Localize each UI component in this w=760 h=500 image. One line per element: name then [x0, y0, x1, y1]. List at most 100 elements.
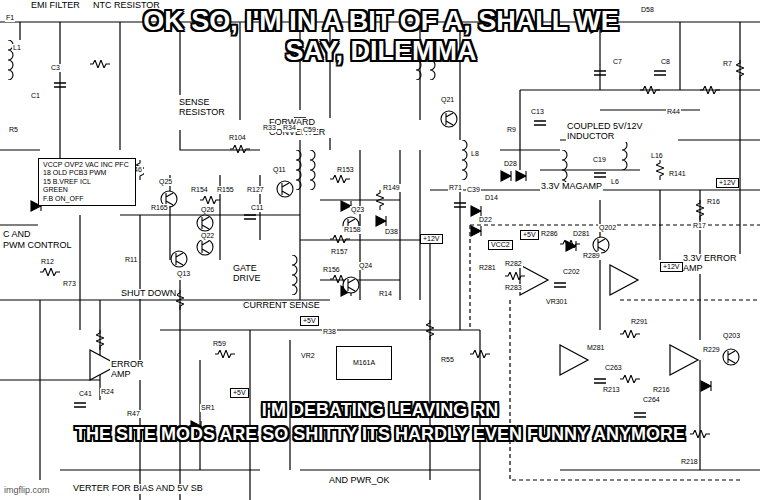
block-label: COUPLED 5V/12V INDUCTOR: [566, 122, 678, 142]
block-label: C AND: [2, 230, 32, 240]
use-shape: [330, 235, 350, 243]
component-ref: R44: [666, 108, 681, 116]
pin-label: F.B ON_OFF: [43, 195, 131, 203]
component-ref: R229: [702, 346, 721, 354]
use-shape: [244, 215, 256, 219]
component-ref: R156: [322, 266, 341, 274]
component-ref: C264: [642, 396, 661, 404]
use-shape: [640, 86, 660, 94]
component-ref: M281: [586, 344, 606, 352]
voltage-tag: +12V: [716, 178, 739, 188]
component-ref: Q11: [272, 166, 287, 174]
use-shape: [656, 160, 664, 180]
component-ref: L6: [610, 178, 620, 186]
meme-caption: I'M DEBATING LEAVING RN: [4, 400, 756, 420]
pin-label: GREEN: [43, 186, 131, 194]
block-label: CURRENT SENSE: [242, 301, 321, 311]
component-ref: D281: [572, 230, 591, 238]
component-ref: R283: [504, 284, 523, 292]
use-shape: [620, 330, 640, 338]
component-ref: R216: [652, 386, 671, 394]
pin-label: M161A: [353, 359, 375, 367]
component-ref: R165: [150, 204, 169, 212]
component-ref: R286: [540, 230, 559, 238]
component-ref: R141: [668, 170, 687, 178]
meme-caption: THE SITE MODS ARE SO SHITTY ITS HARDLY E…: [4, 424, 756, 444]
path-shape: [0, 22, 760, 500]
component-ref: C263: [604, 364, 623, 372]
use-shape: [594, 71, 606, 75]
use-shape: [701, 381, 711, 391]
component-ref: R291: [630, 318, 649, 326]
component-ref: C41: [78, 390, 93, 398]
component-ref: R55: [440, 356, 455, 364]
use-shape: [426, 320, 434, 340]
pin-label: VCCP OVP2 VAC INC PFC: [43, 161, 131, 169]
use-shape: [343, 277, 359, 293]
use-shape: [197, 239, 213, 255]
use-shape: [470, 350, 490, 358]
component-ref: R281: [478, 264, 497, 272]
use-shape: [471, 226, 481, 236]
watermark: imgflip.com: [3, 486, 51, 496]
use-shape: [594, 379, 606, 383]
component-ref: C11: [250, 204, 264, 212]
component-ref: R104: [228, 134, 247, 142]
use-shape: [516, 171, 526, 181]
block-label: SHUT DOWN: [120, 289, 177, 299]
component-ref: Q23: [350, 206, 365, 214]
use-shape: [376, 190, 384, 210]
component-ref: R11: [124, 256, 138, 264]
component-ref: R158: [343, 226, 362, 234]
component-ref: R14: [378, 290, 393, 298]
ic-block: M161A: [336, 346, 392, 380]
voltage-tag: +12V: [660, 262, 683, 272]
block-label: 3.3V MAGAMP: [540, 182, 603, 192]
component-ref: Q26: [200, 206, 215, 214]
component-ref: R218: [680, 458, 699, 466]
block-label: ERROR AMP: [110, 360, 154, 380]
component-ref: C59: [302, 126, 317, 134]
use-shape: [736, 60, 744, 80]
g-shape: [0, 22, 760, 500]
component-ref: D38: [384, 228, 399, 236]
component-ref: R59: [212, 340, 227, 348]
component-ref: R157: [330, 248, 349, 256]
use-shape: [54, 83, 66, 87]
use-shape: [554, 283, 566, 287]
component-ref: Q13: [176, 270, 191, 278]
pin-label: 18 OLD PCB3 PWM: [43, 169, 131, 177]
use-shape: [454, 203, 466, 207]
use-shape: [40, 268, 60, 276]
component-ref: R155: [216, 186, 235, 194]
use-shape: [566, 241, 576, 251]
component-ref: D14: [484, 194, 499, 202]
component-ref: R34: [282, 124, 297, 132]
use-shape: [594, 173, 606, 177]
component-ref: Q25: [158, 178, 173, 186]
component-ref: R149: [382, 184, 401, 192]
block-label: VERTER FOR BIAS AND 5V SB: [72, 484, 204, 494]
component-ref: C39: [466, 186, 481, 194]
use-shape: [723, 349, 739, 365]
component-ref: C202: [562, 268, 581, 276]
component-ref: R47: [126, 410, 141, 418]
component-ref: R12: [40, 258, 55, 266]
use-shape: [200, 196, 220, 204]
use-shape: [462, 140, 467, 180]
use-shape: [277, 181, 293, 197]
use-shape: [700, 86, 720, 94]
component-ref: R33: [262, 124, 277, 132]
component-ref: L16: [650, 152, 664, 160]
component-ref: F1: [5, 14, 15, 22]
use-shape: [215, 350, 235, 358]
path-shape: [90, 265, 698, 380]
use-shape: [292, 255, 297, 295]
use-shape: [230, 145, 250, 153]
block-label: AND PWR_OK: [328, 476, 391, 486]
use-shape: [90, 60, 110, 68]
use-shape: [441, 111, 457, 127]
use-shape: [505, 272, 525, 280]
use-shape: [620, 375, 640, 383]
